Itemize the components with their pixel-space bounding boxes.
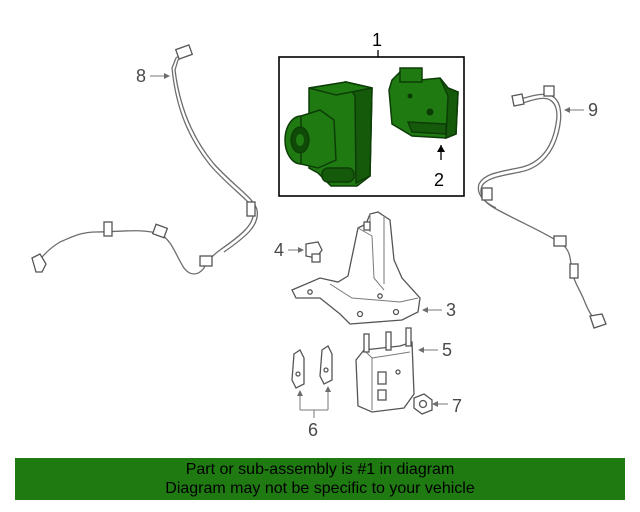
bolt[interactable]	[305, 241, 323, 263]
callout-2-arrow	[437, 145, 445, 152]
bracket-plate[interactable]	[355, 327, 415, 413]
callout-7[interactable]: 7	[452, 396, 462, 416]
mounting-clip-left[interactable]	[291, 349, 305, 389]
callout-5[interactable]: 5	[442, 340, 452, 360]
callout-3[interactable]: 3	[446, 300, 456, 320]
callout-1[interactable]: 1	[372, 30, 382, 50]
right-wheel-speed-sensor-cable[interactable]	[477, 85, 607, 329]
callout-2[interactable]: 2	[434, 170, 444, 190]
left-wheel-speed-sensor-cable[interactable]	[31, 44, 258, 275]
callout-8[interactable]: 8	[136, 66, 146, 86]
assembly-box	[278, 56, 465, 197]
callout-3-arrow	[422, 307, 428, 313]
callout-9-arrow	[564, 107, 570, 113]
callout-6-leader	[297, 386, 331, 418]
info-banner: Part or sub-assembly is #1 in diagram Di…	[15, 458, 625, 500]
parts-diagram: 1 2 8	[31, 30, 607, 440]
callout-4-arrow	[298, 247, 304, 253]
banner-line-1: Part or sub-assembly is #1 in diagram	[185, 461, 455, 478]
nut[interactable]	[413, 393, 433, 415]
abs-control-module[interactable]	[388, 67, 459, 140]
callout-6[interactable]: 6	[308, 420, 318, 440]
mounting-clip-right[interactable]	[319, 345, 333, 385]
mounting-bracket[interactable]	[291, 211, 421, 325]
abs-hydraulic-unit[interactable]	[284, 80, 373, 187]
callout-5-arrow	[418, 347, 424, 353]
banner-line-2: Diagram may not be specific to your vehi…	[165, 480, 475, 497]
callout-7-arrow	[432, 401, 438, 407]
callout-8-arrow	[164, 73, 170, 79]
callout-4[interactable]: 4	[274, 240, 284, 260]
callout-9[interactable]: 9	[588, 100, 598, 120]
